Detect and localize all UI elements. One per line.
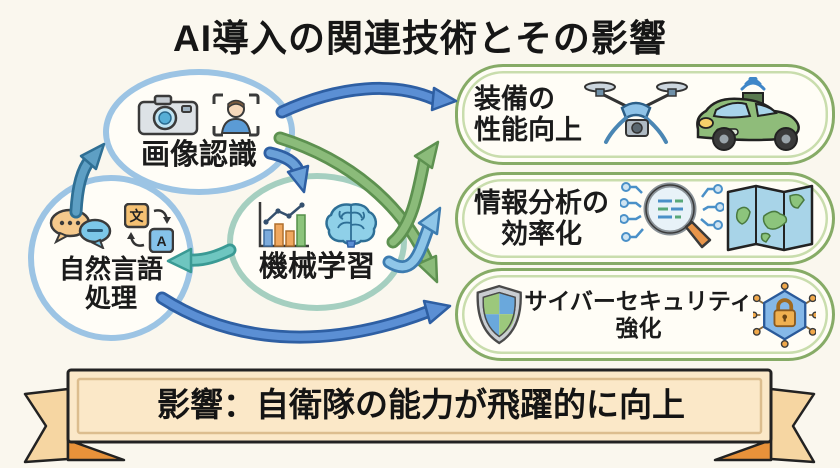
- node-label-nlp: 自然言語 処理: [59, 255, 163, 312]
- cyber-label: サイバーセキュリティ 強化: [524, 288, 752, 340]
- translate-icon: 文 A: [124, 203, 174, 254]
- node-nlp: 文 A 自然言語 処理: [28, 175, 194, 341]
- node-analysis: 情報分析の 効率化: [455, 172, 835, 265]
- banner-text: 影響：自衛隊の能力が飛躍的に向上: [157, 386, 685, 423]
- node-equipment: 装備の 性能向上: [455, 64, 835, 165]
- banner-inner-line: [76, 377, 763, 435]
- camera-icon: [137, 94, 199, 136]
- analysis-label-line2: 効率化: [501, 218, 582, 249]
- arrow-image-to-equipment: [275, 81, 458, 119]
- drone-icon: [584, 81, 688, 144]
- equipment-label: 装備の 性能向上: [474, 84, 582, 146]
- shield-icon: [476, 284, 522, 344]
- nlp-icons: 文 A: [48, 203, 174, 254]
- bar-chart-icon: [258, 202, 309, 248]
- svg-text:A: A: [156, 233, 166, 249]
- cyber-label-line2: 強化: [615, 314, 662, 341]
- svg-text:文: 文: [130, 208, 145, 224]
- equipment-label-line1: 装備の: [474, 83, 555, 114]
- node-cyber: サイバーセキュリティ 強化: [455, 268, 835, 361]
- face-recognition-icon: [212, 93, 260, 137]
- connected-car-icon: [696, 76, 800, 151]
- cyber-label-line1: サイバーセキュリティ: [524, 288, 753, 315]
- magnifier-data-icon: [620, 181, 724, 248]
- node-label-image-recognition: 画像認識: [140, 139, 257, 172]
- banner-band: [66, 368, 773, 444]
- banner-tail-left: [23, 387, 70, 464]
- analysis-label: 情報分析の 効率化: [474, 188, 609, 250]
- banner-fold-right: [713, 438, 773, 462]
- page-title: AI導入の関連技術とその影響: [173, 18, 667, 59]
- lock-network-icon: [752, 281, 816, 348]
- brain-icon: [325, 203, 378, 248]
- node-machine-learning: 機械学習: [227, 173, 407, 311]
- image-recognition-icons: [137, 92, 261, 138]
- impact-banner: [23, 368, 816, 464]
- speech-bubbles-icon: [49, 209, 112, 250]
- analysis-label-line1: 情報分析の: [474, 187, 609, 218]
- nlp-label-line1: 自然言語: [58, 254, 163, 285]
- banner-fold-left: [66, 438, 126, 462]
- map-icon: [726, 184, 814, 251]
- banner-tail-right: [769, 387, 816, 464]
- node-image-recognition: 画像認識: [103, 69, 295, 195]
- equipment-label-line2: 性能向上: [474, 114, 582, 145]
- nlp-label-line2: 処理: [84, 283, 137, 313]
- node-label-machine-learning: 機械学習: [258, 251, 375, 284]
- machine-learning-icons: [255, 200, 379, 250]
